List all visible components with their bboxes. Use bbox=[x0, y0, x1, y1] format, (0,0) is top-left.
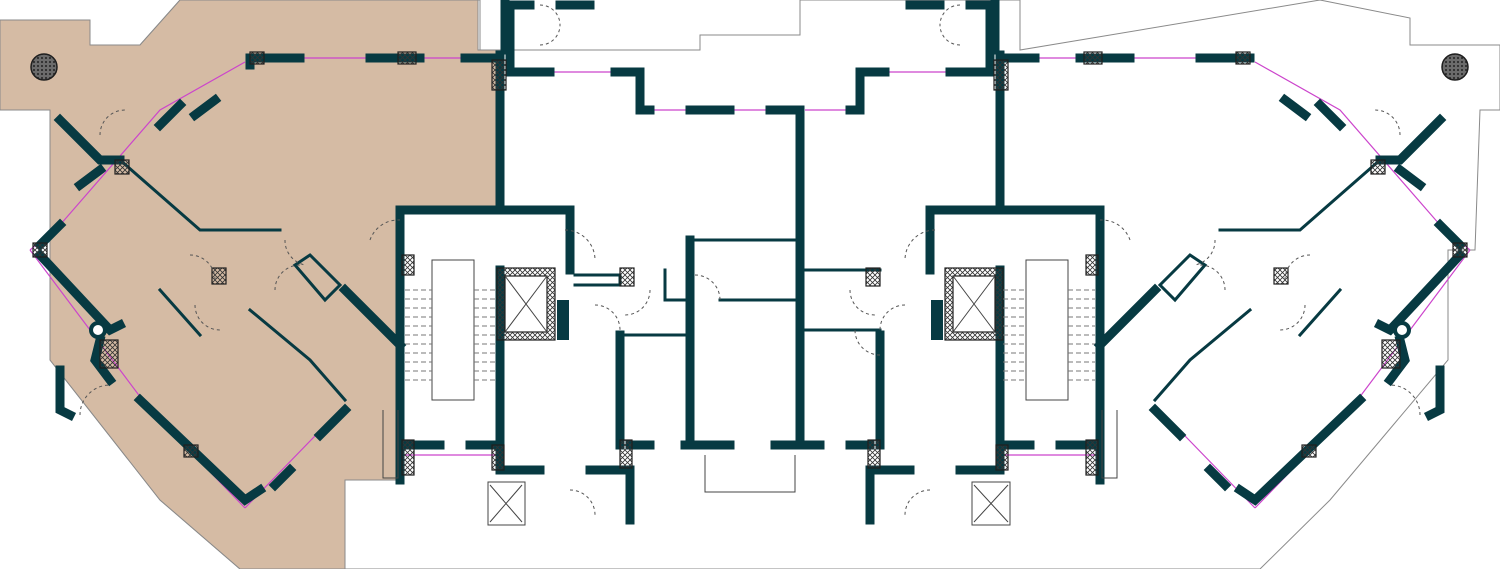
elevator-shafts bbox=[504, 275, 996, 340]
balconies bbox=[382, 410, 1118, 526]
staircases bbox=[405, 259, 1095, 401]
ventilation-shafts bbox=[30, 53, 1469, 339]
door-swings bbox=[79, 4, 1421, 516]
